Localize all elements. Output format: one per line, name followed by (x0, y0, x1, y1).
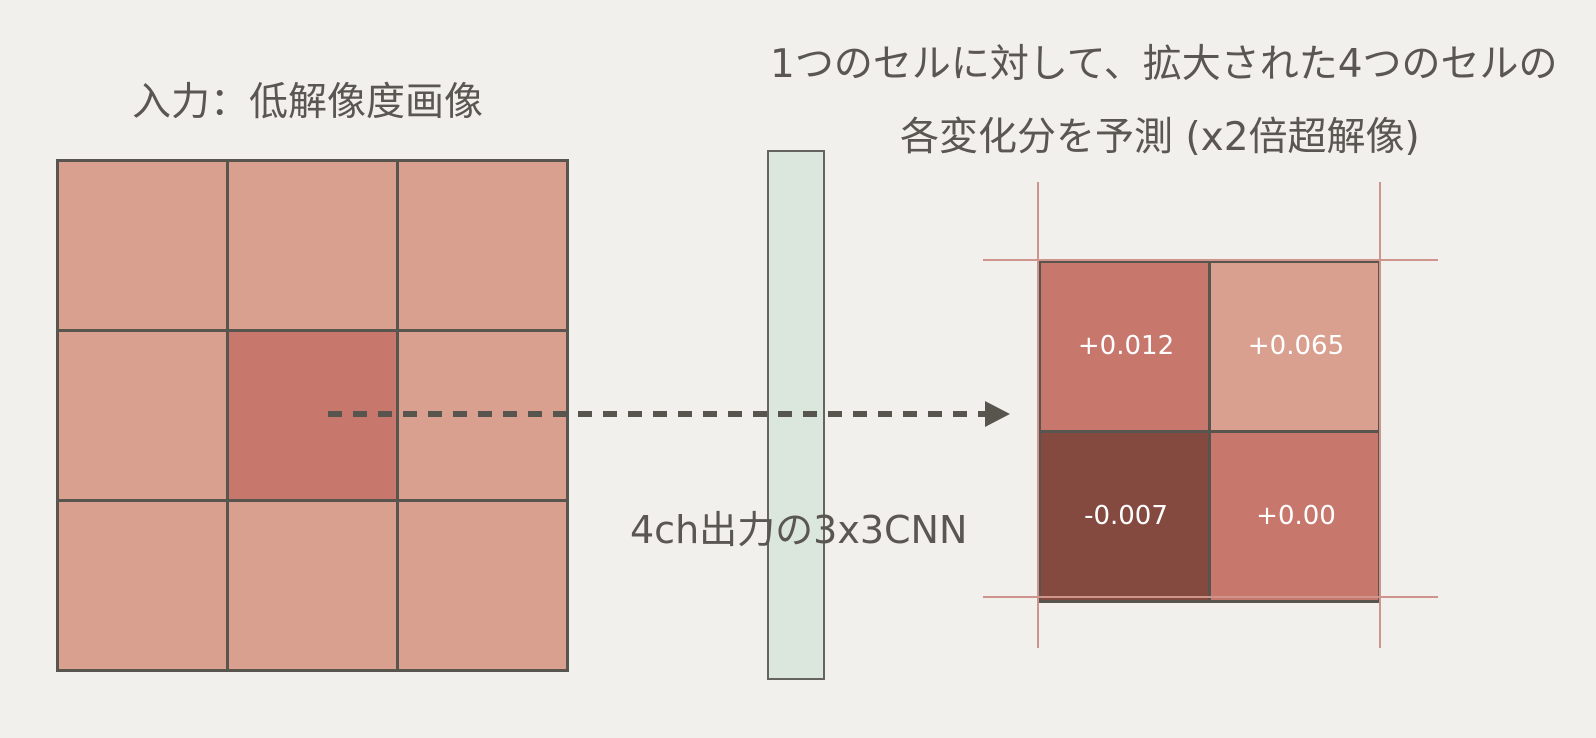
input-cell (56, 329, 229, 502)
input-cell (56, 499, 229, 672)
output-title-line2: 各変化分を予測 (x2倍超解像) (900, 115, 1420, 160)
output-cell: -0.007 (1038, 430, 1211, 603)
output-cell-value: +0.065 (1247, 331, 1345, 361)
output-cell-value: +0.00 (1256, 501, 1336, 531)
input-cell (226, 159, 399, 332)
input-cell (396, 499, 569, 672)
output-title-line1: 1つのセルに対して、拡大された4つのセルの (770, 42, 1558, 87)
cnn-label: 4ch出力の3x3CNN (630, 508, 968, 552)
output-cell-value: +0.012 (1077, 331, 1175, 361)
input-title: 入力：低解像度画像 (132, 80, 484, 125)
output-cell-value: -0.007 (1084, 501, 1168, 531)
arrow-head-icon (985, 401, 1010, 427)
